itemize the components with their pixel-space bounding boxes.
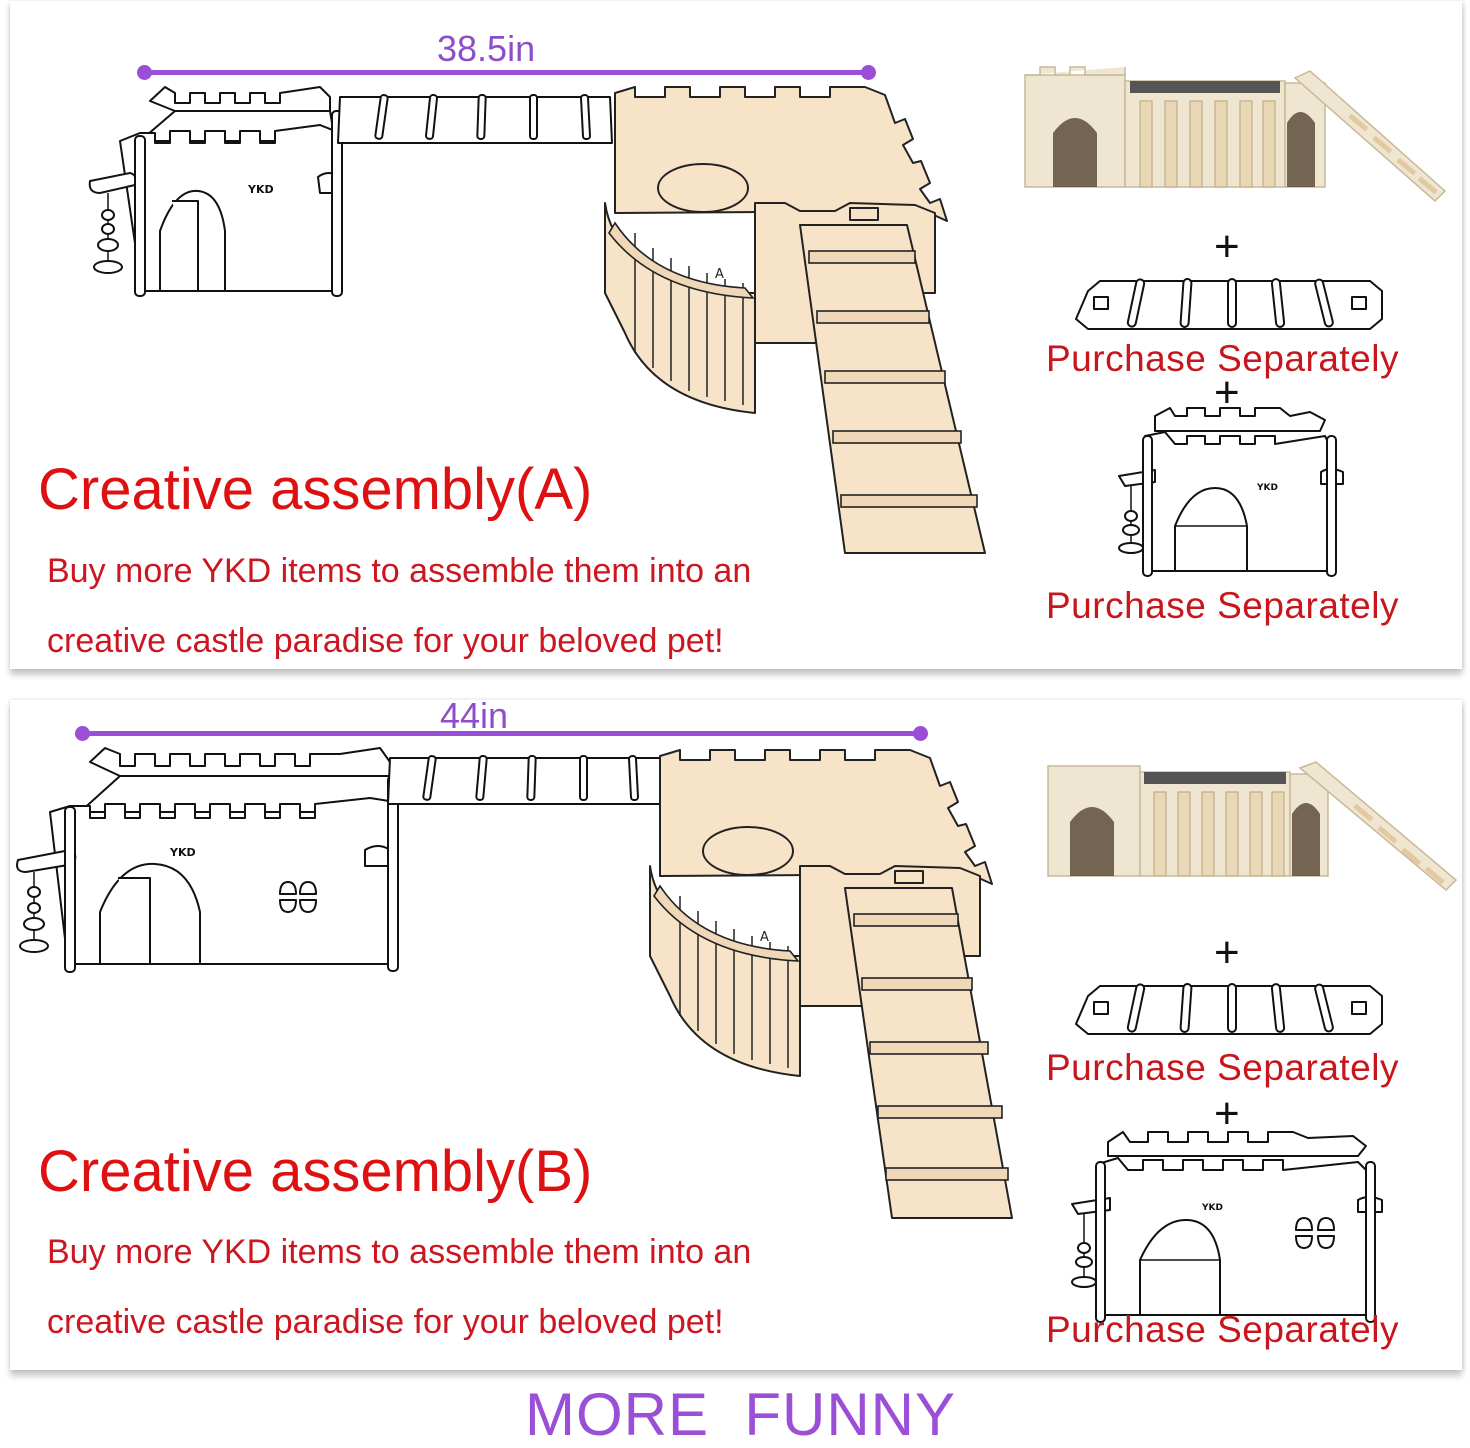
purchase-separately-label: Purchase Separately: [1046, 338, 1399, 379]
purchase-separately-label: Purchase Separately: [1046, 1309, 1399, 1350]
measure-line: [82, 731, 922, 736]
measure-line: [144, 70, 870, 75]
plus-separator: +: [1214, 222, 1240, 271]
measurement-label: 38.5in: [437, 28, 536, 69]
svg-text:A: A: [715, 267, 724, 282]
assembly-panel-b: 44in YKD: [10, 695, 1462, 1370]
window-castle-drawing: YKD: [1071, 1131, 1383, 1323]
ykd-logo: YKD: [247, 183, 274, 196]
assembly-description-line-2: creative castle paradise for your belove…: [47, 1303, 724, 1341]
measure-end-dot: [861, 65, 876, 80]
svg-text:YKD: YKD: [169, 846, 196, 859]
assembly-panel-a: 38.5in YKD: [10, 0, 1462, 669]
svg-text:YKD: YKD: [1256, 483, 1278, 493]
small-castle-drawing: YKD: [88, 86, 343, 297]
bridge-drawing: [387, 754, 673, 805]
measure-end-dot: [913, 726, 928, 741]
svg-text:A: A: [760, 930, 769, 945]
svg-text:YKD: YKD: [1201, 1203, 1223, 1213]
purchase-separately-label: Purchase Separately: [1046, 585, 1399, 626]
ladder-bridge-drawing: [1075, 983, 1383, 1035]
assembly-title: Creative assembly(A): [38, 457, 593, 522]
purchase-separately-label: Purchase Separately: [1046, 1047, 1399, 1088]
plus-separator: +: [1214, 928, 1240, 977]
ladder-bridge-drawing: [1075, 278, 1383, 330]
window-castle-drawing: YKD: [16, 747, 399, 973]
footer-slogan: MORE FUNNY: [525, 1381, 956, 1448]
assembly-description-line-2: creative castle paradise for your belove…: [47, 622, 724, 660]
measurement-label: 44in: [440, 695, 509, 736]
bridge-drawing: [337, 93, 613, 144]
assembly-title: Creative assembly(B): [38, 1139, 593, 1204]
main-castle-photo: [1047, 761, 1458, 892]
main-castle-photo: [1024, 66, 1447, 203]
main-castle-drawing: A: [604, 86, 986, 554]
plus-separator: +: [1214, 1089, 1240, 1138]
small-castle-drawing: YKD: [1118, 407, 1344, 577]
main-castle-drawing: A: [649, 749, 1013, 1219]
assembly-description-line-1: Buy more YKD items to assemble them into…: [47, 1233, 752, 1271]
assembly-description-line-1: Buy more YKD items to assemble them into…: [47, 552, 752, 590]
